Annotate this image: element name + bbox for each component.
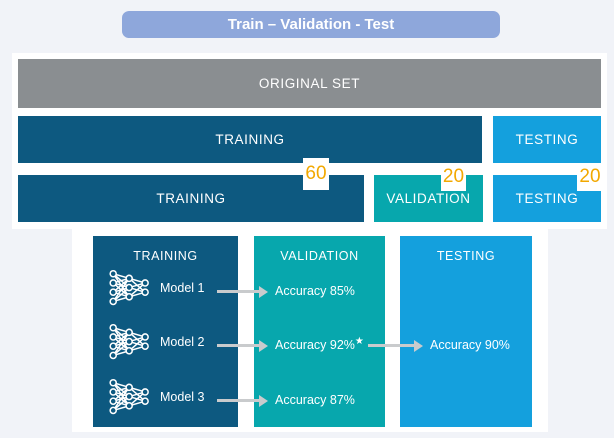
original-set-bar: ORIGINAL SET — [18, 59, 601, 108]
testing-result: Accuracy 90% — [430, 338, 510, 352]
test-percentage-badge: 20 — [577, 163, 603, 191]
training-column: TRAINING Model 1 Mo — [93, 236, 238, 427]
validation-column-title: VALIDATION — [280, 249, 359, 263]
neural-network-icon — [109, 378, 149, 415]
dataset-split-card: ORIGINAL SET TRAINING TESTING TRAINING V… — [12, 53, 607, 229]
train-percentage-badge: 60 — [303, 158, 329, 190]
model-2-label: Model 2 — [160, 335, 205, 349]
validation-percentage-badge: 20 — [441, 163, 466, 191]
model-row: Model 3 — [109, 378, 204, 416]
best-model-star-icon: ★ — [354, 335, 364, 347]
validation-result-2-text: Accuracy 92% — [275, 338, 355, 352]
model-row: Model 1 — [109, 269, 204, 307]
validation-result-2: Accuracy 92%★ — [275, 335, 364, 352]
training-label: TRAINING — [156, 191, 226, 206]
validation-bar: VALIDATION — [374, 175, 483, 222]
arrow-model3-to-validation-icon — [217, 394, 268, 407]
page-title: Train – Validation - Test — [227, 16, 395, 33]
validation-label: VALIDATION — [386, 191, 471, 206]
original-set-label: ORIGINAL SET — [258, 76, 361, 91]
neural-network-icon — [109, 269, 149, 306]
testing-bar-row1: TESTING — [493, 116, 601, 163]
training-column-title: TRAINING — [133, 249, 198, 263]
model-row: Model 2 — [109, 323, 204, 361]
validation-result-3: Accuracy 87% — [275, 393, 355, 407]
model-3-label: Model 3 — [160, 390, 205, 404]
neural-network-icon — [109, 323, 149, 360]
testing-label: TESTING — [515, 132, 579, 147]
validation-column: VALIDATION Accuracy 85% Accuracy 92%★ Ac… — [254, 236, 385, 427]
testing-column-title: TESTING — [436, 249, 496, 263]
test-percentage: 20 — [579, 166, 601, 187]
model-1-label: Model 1 — [160, 281, 205, 295]
training-label: TRAINING — [215, 132, 285, 147]
title-banner: Train – Validation - Test — [122, 11, 500, 38]
train-percentage: 60 — [305, 163, 327, 184]
arrow-model1-to-validation-icon — [217, 285, 268, 298]
validation-result-1: Accuracy 85% — [275, 284, 355, 298]
validation-percentage: 20 — [442, 166, 465, 187]
model-workflow-card: TRAINING Model 1 Mo — [72, 229, 548, 432]
arrow-model2-to-validation-icon — [217, 339, 268, 352]
testing-column: TESTING Accuracy 90% — [400, 236, 532, 427]
training-bar-row1: TRAINING — [18, 116, 482, 163]
arrow-validation-to-testing-icon — [368, 339, 423, 352]
testing-label: TESTING — [515, 191, 579, 206]
